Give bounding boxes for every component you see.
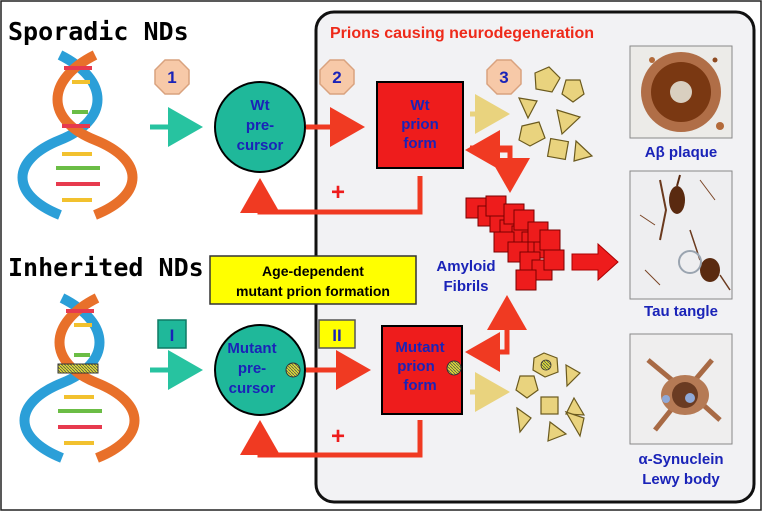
heading-inherited: Inherited NDs [8,253,204,282]
mutant-precursor-line-3: cursor [229,380,276,397]
mutant-precursor-line-1: Mutant [227,340,276,357]
feedback-loop-mutant [240,420,423,458]
step-3-label: 3 [499,68,508,87]
mutant-prion-node: Mutant prion form [381,325,463,415]
tau-tangle-label: Tau tangle [644,303,718,320]
oligomer-shapes-wt [517,66,594,162]
prion-box-title: Prions causing neurodegeneration [330,25,594,42]
mutation-marker [57,363,99,374]
wt-precursor-line-1: Wt [250,97,269,114]
synuclein-label-line-1: α-Synuclein [638,451,723,468]
dna-helix-icon-sporadic [17,50,138,220]
heading-sporadic: Sporadic NDs [8,17,189,46]
mutation-dot-prion [446,360,462,376]
step-1-label: 1 [167,68,176,87]
wt-precursor-line-3: cursor [237,137,284,154]
wt-prion-line-3: form [403,135,436,152]
step-2-label: 2 [332,68,341,87]
amyloid-label-line-1: Amyloid [436,258,495,275]
abeta-plaque-label: Aβ plaque [645,144,718,161]
lewy-body-image [629,333,733,445]
tau-tangle-image [629,170,733,300]
step-I-badge: I [157,319,187,349]
feedback-loop-wt [240,176,423,215]
wt-prion-line-1: Wt [410,97,429,114]
step-I-label: I [170,326,175,345]
age-dependent-line-2: mutant prion formation [236,283,390,299]
amyloid-fibrils-stack [465,195,565,291]
dna-helix-icon-inherited [19,293,140,463]
mutant-prion-line-3: form [403,377,436,394]
step-II-badge: II [318,319,356,349]
mutant-precursor-node: Mutant pre- cursor [214,324,306,416]
abeta-plaque-image [629,45,733,139]
step-2-badge: 2 [319,59,355,95]
mutant-prion-line-1: Mutant [395,339,444,356]
age-dependent-box: Age-dependent mutant prion formation [209,255,417,305]
oligomer-shapes-mutant [515,352,586,442]
mutant-precursor-line-2: pre- [238,360,266,377]
amyloid-label-line-2: Fibrils [443,278,488,295]
arrow-amyloid-to-pathology [571,242,619,282]
step-3-badge: 3 [486,59,522,95]
age-dependent-line-1: Age-dependent [262,263,364,279]
wt-precursor-line-2: pre- [246,117,274,134]
mutation-dot [285,362,301,378]
mutant-prion-line-2: prion [397,358,435,375]
wt-prion-node: Wt prion form [376,81,464,169]
plus-sign-mutant: + [331,423,345,450]
wt-precursor-node: Wt pre- cursor [214,81,306,173]
synuclein-label-line-2: Lewy body [642,471,720,488]
step-1-badge: 1 [154,59,190,95]
plus-sign-wt: + [331,179,345,206]
wt-prion-line-2: prion [401,116,439,133]
step-II-label: II [332,326,341,345]
